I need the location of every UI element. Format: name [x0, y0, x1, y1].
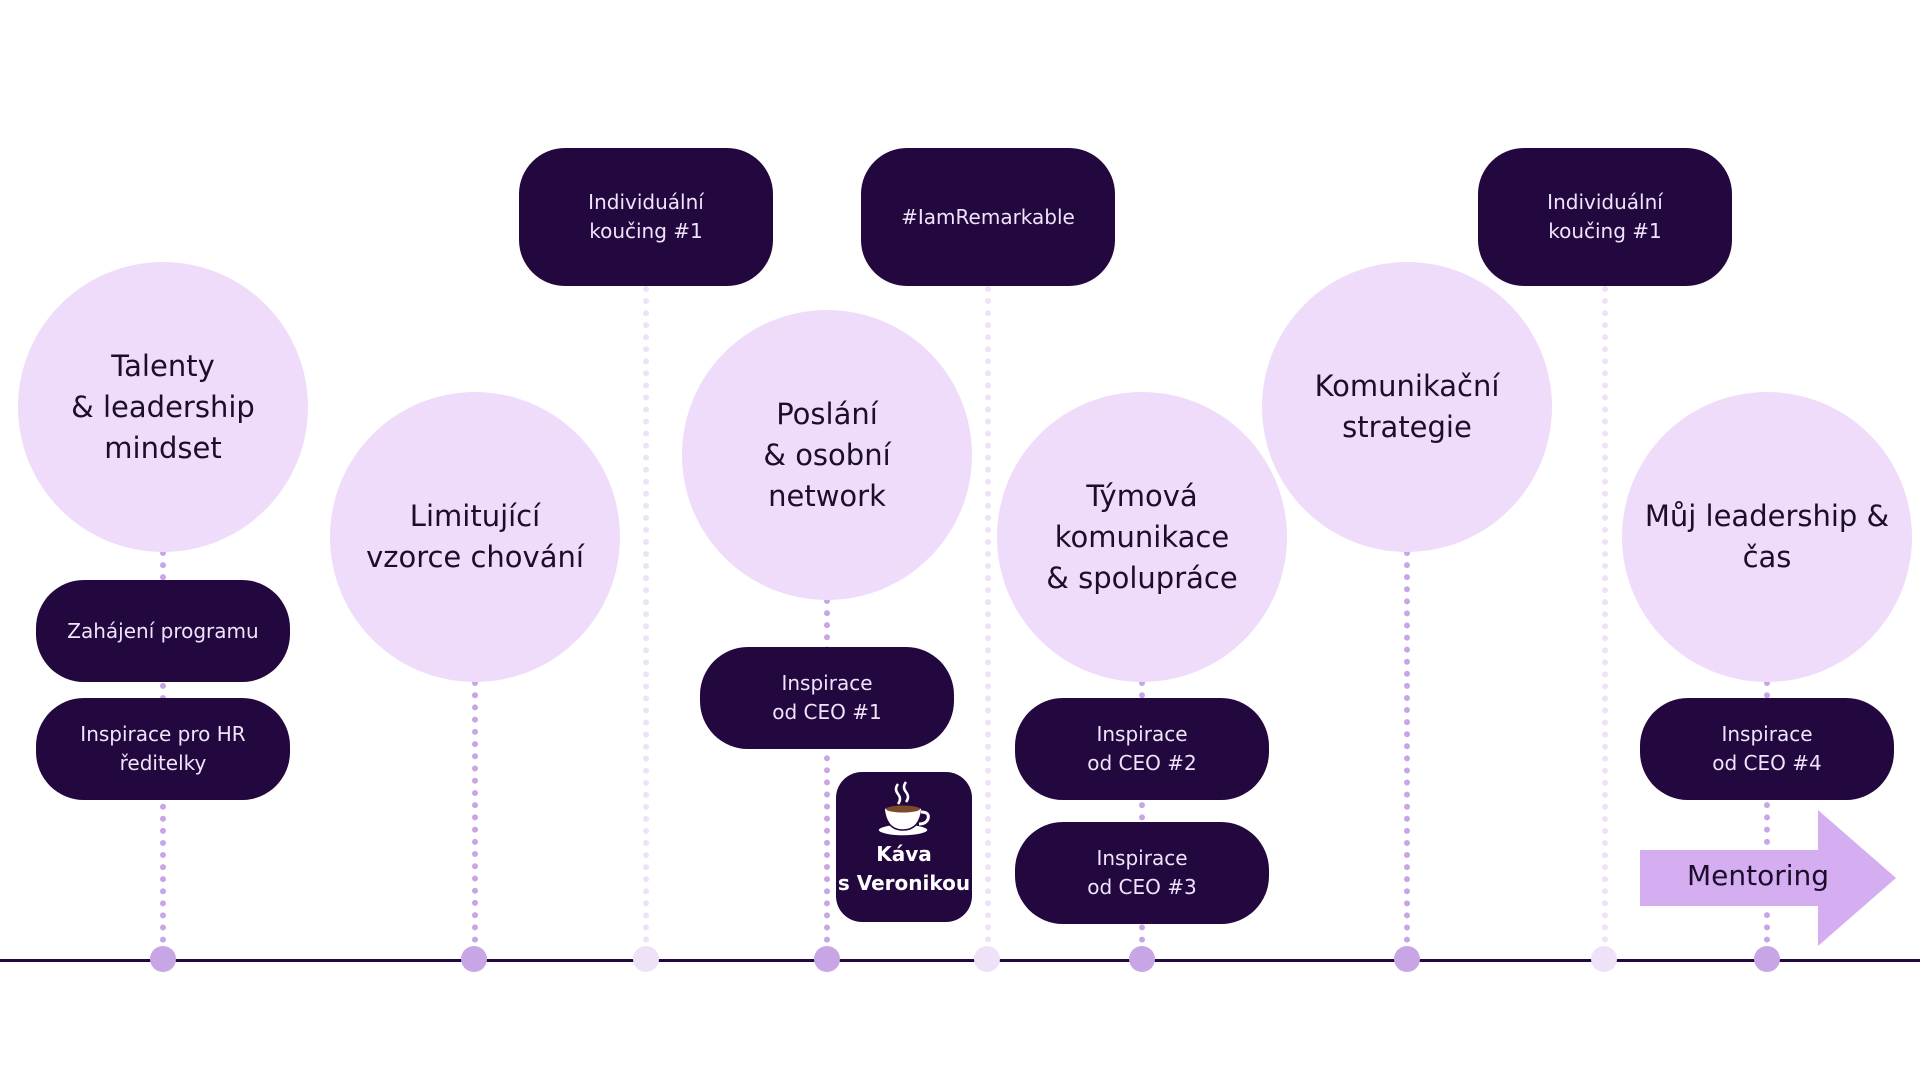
- coffee-card: Káva s Veronikou: [836, 772, 972, 922]
- timeline-dot: [1394, 946, 1420, 972]
- topic-circle-poslani: Poslání & osobní network: [682, 310, 972, 600]
- topic-circle-leadership-cas: Můj leadership & čas: [1622, 392, 1912, 682]
- event-pill-koucing-1a: Individuální koučing #1: [519, 148, 773, 286]
- event-pill-zahajeni: Zahájení programu: [36, 580, 290, 682]
- connector-limit: [472, 680, 478, 955]
- timeline-dot: [150, 946, 176, 972]
- mentoring-label: Mentoring: [1686, 859, 1830, 892]
- topic-circle-tymova: Týmová komunikace & spolupráce: [997, 392, 1287, 682]
- timeline-dot: [633, 946, 659, 972]
- event-pill-inspirace-hr: Inspirace pro HR ředitelky: [36, 698, 290, 800]
- topic-circle-talent: Talenty & leadership mindset: [18, 262, 308, 552]
- connector-komunikacni: [1404, 550, 1410, 955]
- event-pill-iamremarkable: #IamRemarkable: [861, 148, 1115, 286]
- topic-circle-limit: Limitující vzorce chování: [330, 392, 620, 682]
- connector-koucing-1a: [643, 286, 649, 955]
- timeline-dot: [461, 946, 487, 972]
- connector-leadership-cas: [1764, 680, 1770, 955]
- event-pill-ceo-4: Inspirace od CEO #4: [1640, 698, 1894, 800]
- coffee-cup-icon: [877, 781, 930, 837]
- event-pill-ceo-1: Inspirace od CEO #1: [700, 647, 954, 749]
- event-pill-ceo-3: Inspirace od CEO #3: [1015, 822, 1269, 924]
- timeline-dot: [1754, 946, 1780, 972]
- timeline-dot: [1591, 946, 1617, 972]
- event-pill-ceo-2: Inspirace od CEO #2: [1015, 698, 1269, 800]
- topic-circle-komunikacni: Komunikační strategie: [1262, 262, 1552, 552]
- arrow-right-icon: [1640, 810, 1896, 946]
- timeline-dot: [1129, 946, 1155, 972]
- timeline-baseline: [0, 959, 1920, 962]
- timeline-dot: [814, 946, 840, 972]
- connector-koucing-1b: [1602, 286, 1608, 955]
- coffee-card-label: Káva s Veronikou: [837, 842, 971, 895]
- connector-poslani: [824, 598, 830, 955]
- connector-tymova: [1139, 680, 1145, 955]
- timeline-dot: [974, 946, 1000, 972]
- event-pill-koucing-1b: Individuální koučing #1: [1478, 148, 1732, 286]
- connector-iamremarkable: [985, 286, 991, 955]
